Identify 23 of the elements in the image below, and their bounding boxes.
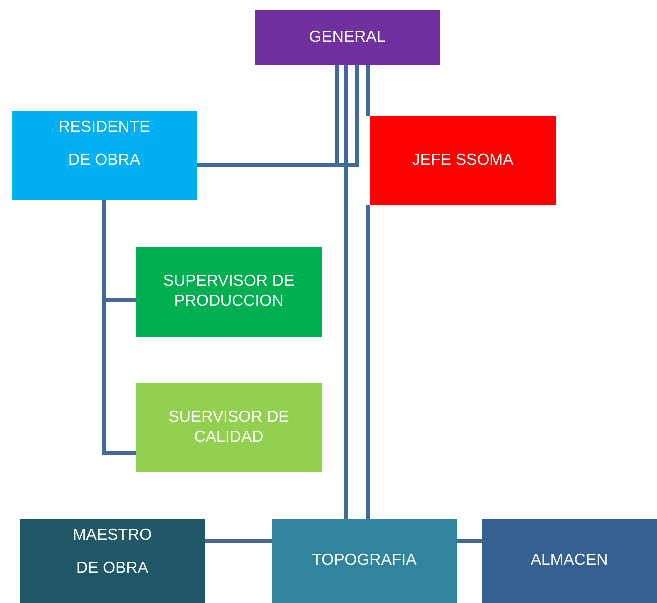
box-label: SUERVISOR DE CALIDAD: [168, 408, 290, 448]
org-box: [136, 247, 322, 337]
connector-line: [457, 539, 482, 543]
box-label: TOPOGRAFIA: [312, 551, 417, 571]
connector-line: [366, 65, 370, 116]
connector-line: [102, 200, 136, 455]
org-box: [370, 116, 556, 205]
box-label: SUPERVISOR DE PRODUCCION: [162, 272, 296, 312]
org-box: [12, 111, 197, 200]
org-box: [20, 519, 205, 603]
org-box: [272, 519, 457, 603]
box-label: MAESTRO DE OBRA: [72, 526, 154, 579]
box-label: GENERAL: [309, 28, 386, 48]
connector-line: [195, 63, 359, 167]
connector-line: [344, 65, 348, 519]
org-box: [482, 519, 657, 603]
connector-line: [205, 539, 272, 543]
org-box: [136, 383, 322, 472]
box-label: ALMACEN: [530, 551, 608, 571]
box-label: JEFE SSOMA: [412, 150, 514, 170]
connector-line: [366, 205, 370, 519]
org-box: [255, 10, 440, 65]
box-label: RESIDENTE DE OBRA: [58, 118, 152, 171]
